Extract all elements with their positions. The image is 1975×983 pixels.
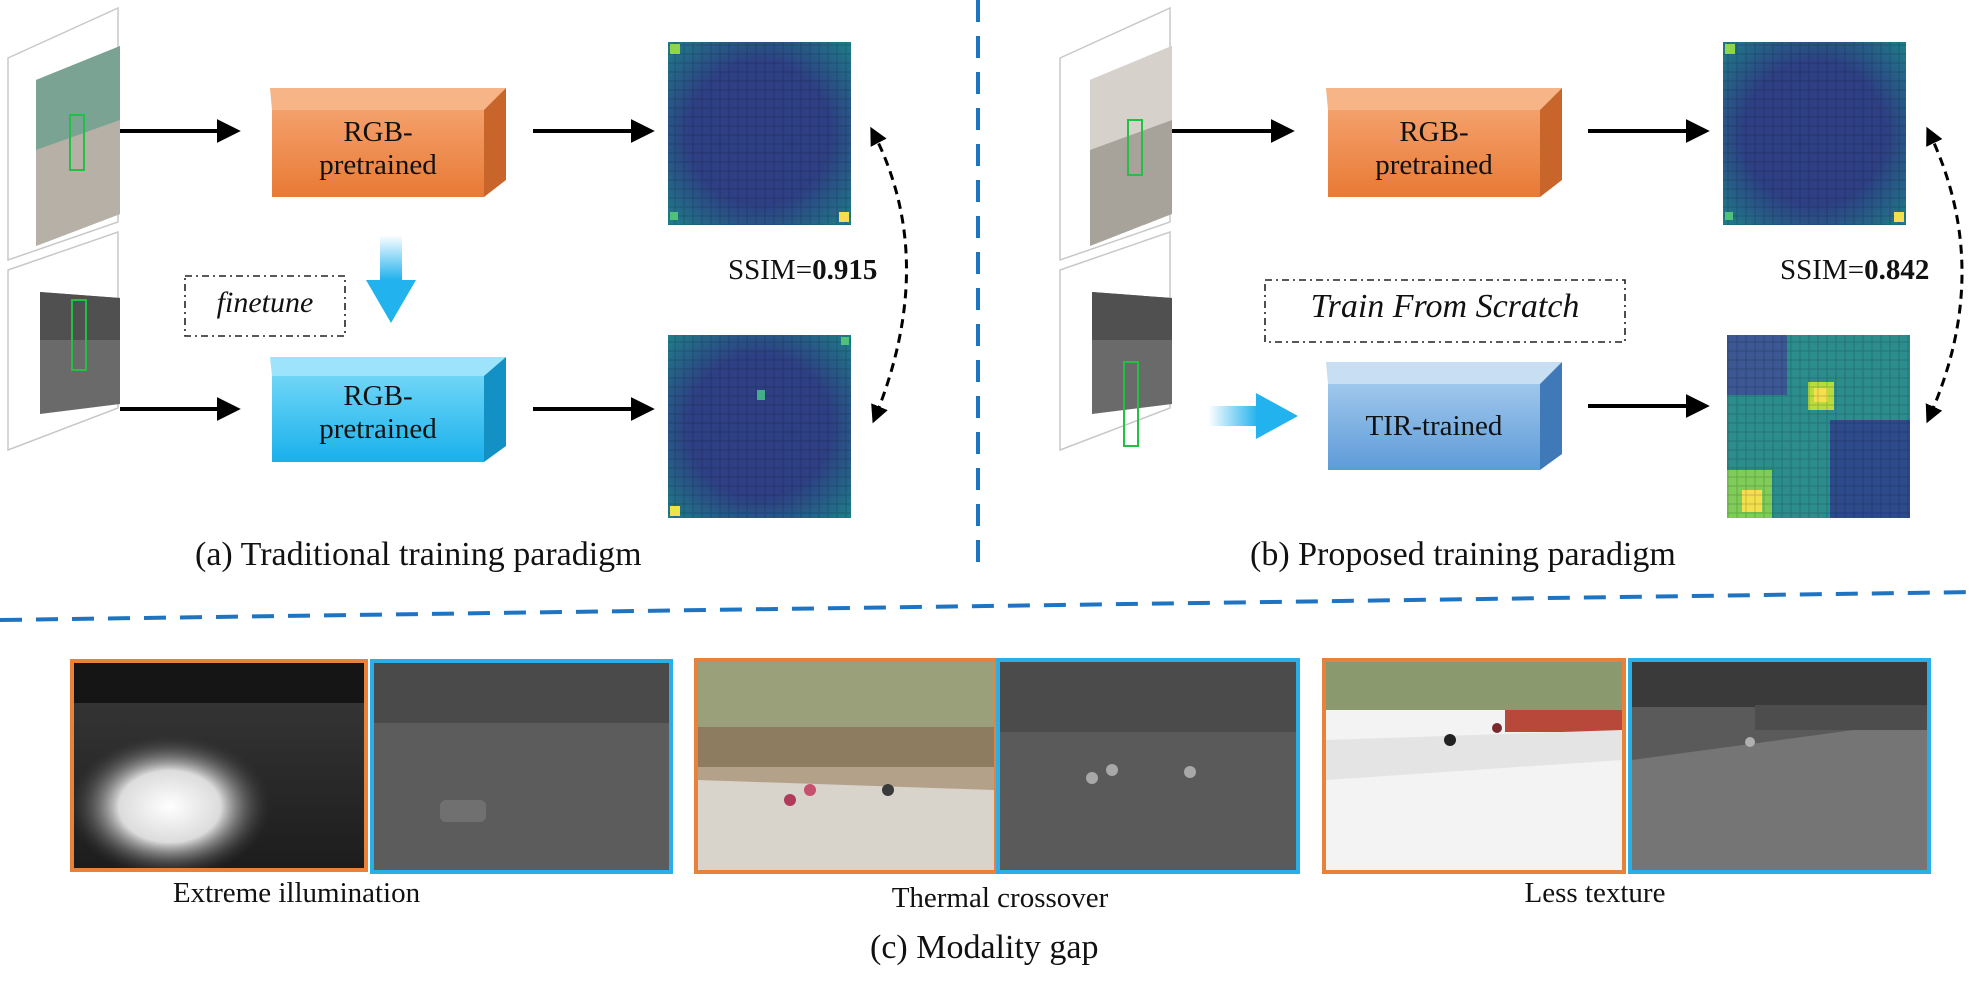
image-pair-extreme-illumination (70, 659, 673, 874)
ssim-value-a: 0.915 (812, 254, 878, 286)
feature-heatmap-tir-b (1727, 335, 1910, 518)
finetune-note-box (184, 275, 346, 337)
down-arrow-icon (366, 235, 416, 323)
rgb-input-frame-b (1059, 6, 1172, 262)
train-from-scratch-note: Train From Scratch (1310, 288, 1580, 325)
feature-heatmap-tir-a (668, 335, 851, 518)
rgb-pretrained-label-top-b: RGB- pretrained (1375, 116, 1493, 182)
rgb-input-frame-a (7, 6, 120, 262)
caption-c: (c) Modality gap (870, 929, 1099, 966)
caption-a: (a) Traditional training paradigm (195, 536, 642, 573)
pair-label-thermal-crossover: Thermal crossover (891, 882, 1109, 914)
gradient-right-arrow-icon (1208, 393, 1298, 439)
caption-b: (b) Proposed training paradigm (1250, 536, 1676, 573)
image-pair-thermal-crossover (694, 658, 1300, 874)
panel-c (70, 658, 1931, 874)
panel-a (7, 6, 908, 518)
tir-trained-cube (1326, 362, 1562, 470)
finetune-note: finetune (216, 286, 314, 319)
double-headed-dashed-arrow-icon (870, 126, 908, 424)
train-from-scratch-note-box (1264, 279, 1626, 343)
image-pair-less-texture (1322, 658, 1931, 874)
rgb-pretrained-cube-top-a (270, 88, 506, 197)
tir-input-frame-a (7, 230, 120, 452)
rgb-pretrained-cube-bottom-a (270, 357, 506, 462)
panel-b (1059, 6, 1964, 518)
ssim-score-a: SSIM=0.915 (728, 254, 878, 286)
ssim-score-b: SSIM=0.842 (1780, 254, 1930, 286)
rgb-pretrained-label-bottom-a: RGB- pretrained (319, 380, 437, 446)
double-headed-dashed-arrow-icon (1925, 126, 1964, 424)
tir-input-frame-b (1059, 230, 1172, 452)
pair-label-less-texture: Less texture (1524, 877, 1666, 909)
tir-trained-label: TIR-trained (1365, 410, 1503, 442)
pair-label-extreme-illumination: Extreme illumination (172, 877, 421, 909)
feature-heatmap-rgb-a (668, 42, 851, 225)
feature-heatmap-rgb-b (1723, 42, 1906, 225)
horizontal-divider (0, 590, 1975, 622)
rgb-pretrained-cube-top-b (1326, 88, 1562, 197)
rgb-pretrained-label-top-a: RGB- pretrained (319, 116, 437, 182)
ssim-value-b: 0.842 (1864, 254, 1930, 286)
